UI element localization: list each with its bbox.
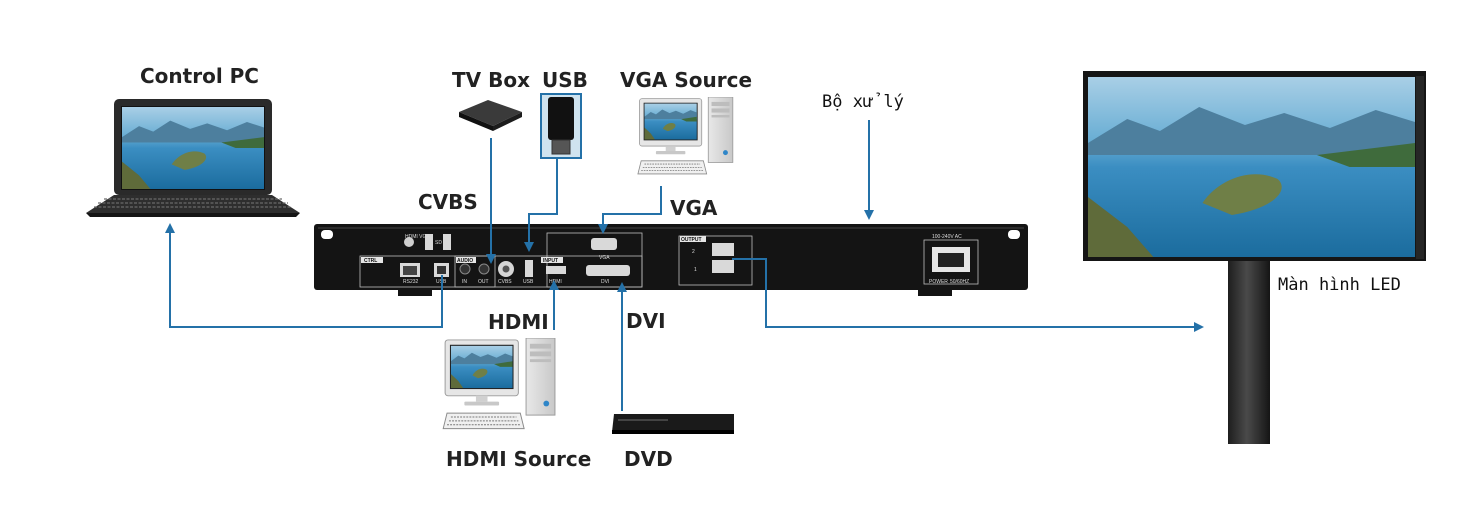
ctrl-label: CTRL [364,258,377,264]
dvi-label: DVI [626,309,666,333]
ports [400,234,970,277]
audio-out-caption: OUT [478,279,489,285]
top-usb-port-2 [443,234,451,250]
cvbs-caption: CVBS [498,279,512,285]
usb-stick-icon [540,93,582,159]
ctrl-tag [361,257,383,263]
button-knob-icon [404,237,414,247]
tv-box-label: TV Box [452,68,530,92]
dvi-caption: DVI [601,279,609,285]
audio-in-port [459,263,471,275]
hz-caption: 50/60HZ [950,279,969,285]
hdmi-vga-caption: HDMI VGA [405,234,430,240]
usb-label: USB [542,68,588,92]
dvi-port [586,265,630,276]
output-2-caption: 2 [692,249,695,255]
hdmi-source-label: HDMI Source [446,447,592,471]
audio-label: AUDIO [457,258,473,264]
processor-label: Bộ xử lý [822,92,904,112]
arrow-usb-to-control-pc [165,223,443,328]
hdmi-port [546,266,566,274]
control-pc-laptop-icon [86,99,300,217]
output-port-1 [712,260,734,273]
control-pc-label: Control PC [140,64,259,88]
processor-device [314,224,1028,296]
audio-tag [456,257,476,263]
arrow-vga-source-to-vga [598,186,662,234]
led-pole [1228,258,1270,444]
vga-source-computer-icon [638,97,733,174]
rs232-caption: RS232 [403,279,419,285]
cvbs-label: CVBS [418,190,478,214]
hdmi-caption: HDMI [549,279,562,285]
input-label: INPUT [543,258,558,264]
input-usb-caption: USB [523,279,534,285]
connection-arrows [165,120,1204,411]
audio-out-port [478,263,490,275]
dvd-label: DVD [624,447,673,471]
arrow-usb-stick-to-usb [524,158,558,252]
tv-box-icon [459,100,522,131]
output-label: OUTPUT [681,237,702,243]
sd-caption: SD [435,240,442,246]
vga-label: VGA [670,196,718,220]
vga-caption: VGA [599,255,610,261]
output-port-2 [712,243,734,256]
dvd-player-icon [612,414,734,434]
arrow-output-to-led [732,258,1204,332]
led-screen-label: Màn hình LED [1278,275,1401,295]
audio-in-caption: IN [462,279,467,285]
power-caption: POWER [929,279,948,285]
led-screen [1083,71,1426,444]
input-usb-port [525,260,533,277]
input-tag [541,257,563,263]
hdmi-source-computer-icon [443,338,555,429]
power-spec-caption: 100-240V AC [932,234,962,240]
output-tag [680,236,706,242]
vga-port [591,238,617,250]
hdmi-label: HDMI [488,310,549,334]
top-usb-port-1 [425,234,433,250]
output-1-caption: 1 [694,267,697,273]
vga-source-label: VGA Source [620,68,753,92]
